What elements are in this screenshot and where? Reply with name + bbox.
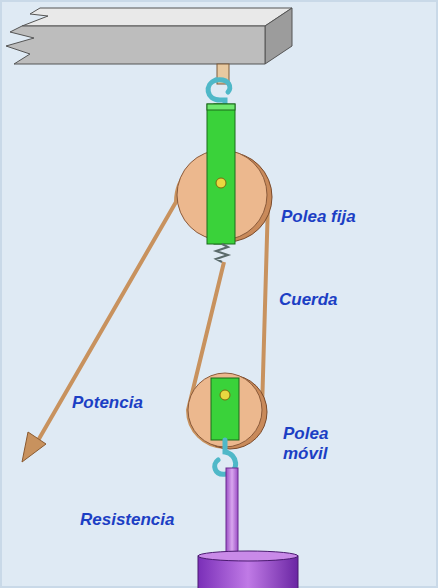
force-label: Potencia	[72, 393, 143, 413]
part-label: Cuerda	[279, 290, 338, 310]
weight	[198, 551, 298, 588]
ceiling-beam	[6, 8, 292, 64]
load-label: Resistencia	[80, 510, 175, 530]
movable-pulley	[188, 373, 267, 449]
top-hook	[208, 64, 230, 108]
part-label: Polea móvil	[283, 424, 345, 463]
part-label: Polea fija	[281, 207, 356, 227]
weight-rod	[226, 468, 238, 556]
force-arrowhead	[22, 432, 46, 462]
fixed-pulley	[177, 104, 272, 244]
spring	[216, 244, 228, 262]
